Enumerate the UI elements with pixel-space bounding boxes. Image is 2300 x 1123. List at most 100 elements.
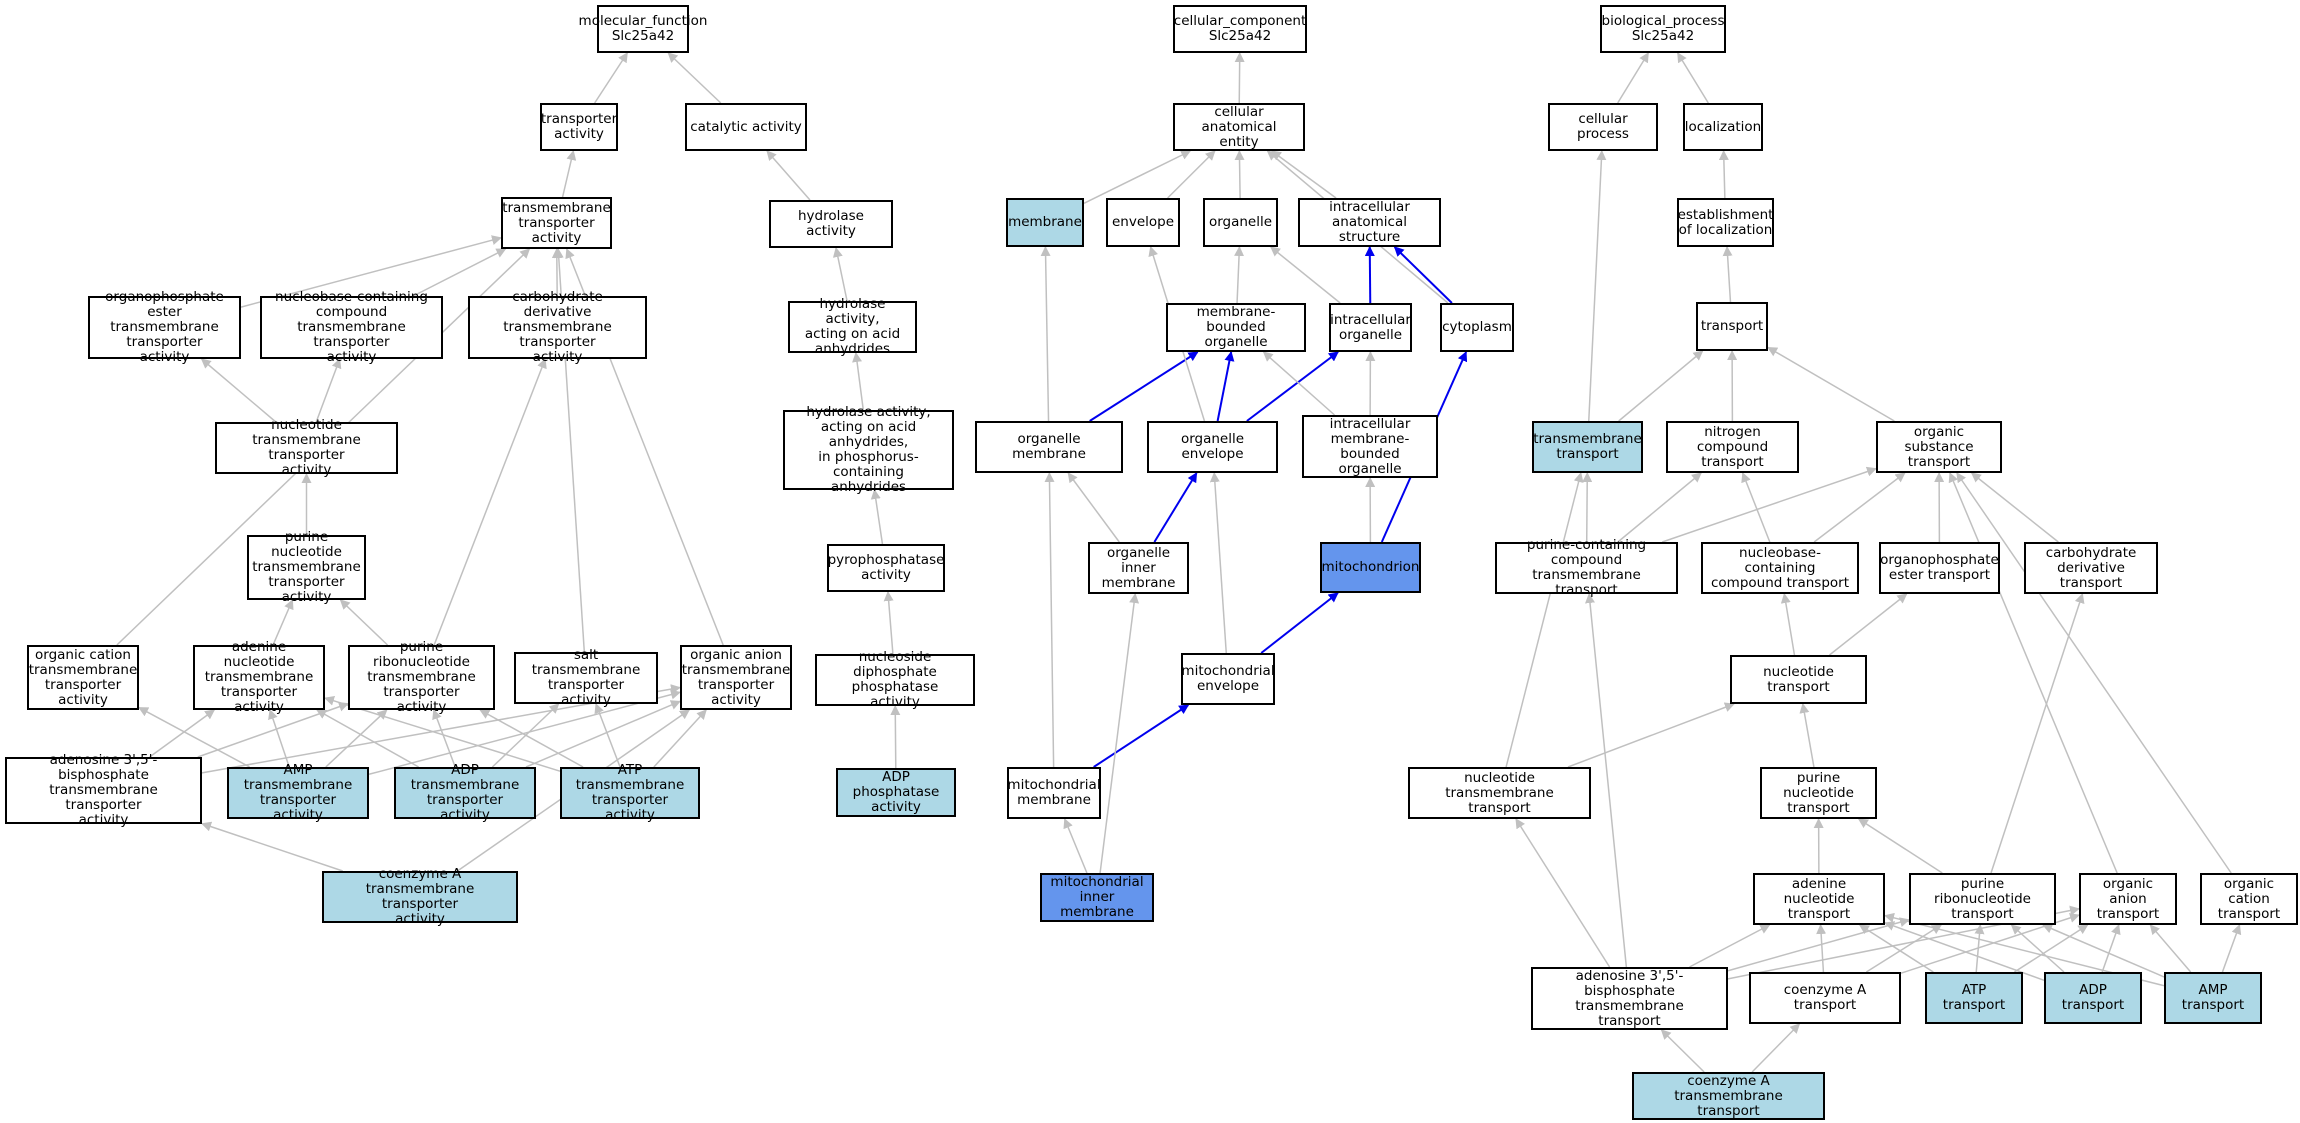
node-purine-containing-compound-transmembrane-transport[interactable]: purine-containing compound transmembrane… [1495, 538, 1678, 598]
node-cytoplasm[interactable]: cytoplasm [1440, 303, 1514, 352]
edge-a35tta-to-antta [149, 709, 216, 758]
node-mitochondrial-inner-membrane[interactable]: mitochondrial inner membrane [1040, 873, 1154, 922]
edge-om-to-mem [1040, 246, 1051, 422]
edge-a35tt-to-pcctt [1585, 593, 1628, 968]
edge-nt-to-oet [1829, 593, 1908, 656]
node-establishment-of-localization[interactable]: establishment of localization [1677, 198, 1774, 247]
node-nucleotide-transmembrane-transporter-activity[interactable]: nucleotide transmembrane transporter act… [215, 418, 398, 478]
node-mitochondrion[interactable]: mitochondrion [1320, 542, 1421, 593]
node-adenine-nucleotide-transmembrane-transporter-activity[interactable]: adenine nucleotide transmembrane transpo… [193, 640, 325, 715]
node-transport[interactable]: transport [1696, 302, 1768, 351]
edge-ndppa-to-ppa [883, 591, 894, 655]
edge-pcctt-to-nct [1617, 472, 1702, 543]
node-intracellular-membrane-bounded-organelle[interactable]: intracellular membrane-bounded organelle [1302, 415, 1438, 478]
node-coenzyme-a-transmembrane-transporter-activity[interactable]: coenzyme A transmembrane transporter act… [322, 867, 518, 927]
node-salt-transmembrane-transporter-activity[interactable]: salt transmembrane transporter activity [514, 648, 658, 708]
node-adenine-nucleotide-transport[interactable]: adenine nucleotide transport [1753, 873, 1885, 925]
edge-ntt-to-nt [1567, 702, 1735, 768]
node-purine-ribonucleotide-transmembrane-transporter-activity[interactable]: purine ribonucleotide transmembrane tran… [348, 640, 495, 715]
node-carbohydrate-derivative-transmembrane-transporter-activity[interactable]: carbohydrate derivative transmembrane tr… [468, 290, 647, 365]
node-cellular-component[interactable]: cellular_component Slc25a42 [1173, 5, 1307, 53]
edge-ppa-to-haap [870, 489, 884, 545]
node-organelle-inner-membrane[interactable]: organelle inner membrane [1088, 542, 1189, 594]
node-transporter-activity[interactable]: transporter activity [540, 103, 618, 151]
node-mitochondrial-membrane[interactable]: mitochondrial membrane [1007, 767, 1101, 819]
node-hydrolase-activity[interactable]: hydrolase activity [769, 200, 893, 248]
node-organelle-envelope[interactable]: organelle envelope [1147, 421, 1278, 473]
edge-io-to-org [1270, 246, 1341, 304]
node-hydrolase-activity-acid-anhydrides[interactable]: hydrolase activity, acting on acid anhyd… [788, 297, 917, 357]
edge-coatta-to-a35tta [201, 821, 343, 872]
node-organic-cation-transport[interactable]: organic cation transport [2200, 873, 2298, 925]
edge-cyto-to-ias [1393, 246, 1453, 304]
node-adp-transmembrane-transporter-activity[interactable]: ADP transmembrane transporter activity [394, 763, 536, 823]
node-organelle-membrane[interactable]: organelle membrane [975, 421, 1123, 473]
node-organic-anion-transmembrane-transporter-activity[interactable]: organic anion transmembrane transporter … [680, 645, 792, 710]
node-organic-substance-transport[interactable]: organic substance transport [1876, 421, 2002, 473]
edge-me-to-oe [1209, 472, 1228, 654]
edge-atptta-to-antta [324, 695, 561, 772]
edge-cdt-to-ost [1970, 472, 2059, 543]
node-organelle[interactable]: organelle [1203, 198, 1278, 247]
node-nucleobase-containing-compound-transmembrane-transporter-activity[interactable]: nucleobase-containing compound transmemb… [260, 290, 443, 365]
edge-adptta-to-antta [316, 709, 419, 768]
node-nucleobase-containing-compound-transport[interactable]: nucleobase-containing compound transport [1701, 542, 1859, 594]
node-intracellular-organelle[interactable]: intracellular organelle [1329, 303, 1412, 352]
node-adp-transport[interactable]: ADP transport [2044, 972, 2142, 1024]
node-membrane[interactable]: membrane [1006, 198, 1084, 247]
node-biological-process[interactable]: biological_process Slc25a42 [1600, 5, 1726, 53]
node-intracellular-anatomical-structure[interactable]: intracellular anatomical structure [1298, 198, 1441, 247]
edge-imbo-to-mbo [1262, 351, 1336, 416]
node-organic-anion-transport[interactable]: organic anion transport [2079, 873, 2177, 925]
node-cellular-anatomical-entity[interactable]: cellular anatomical entity [1173, 103, 1305, 151]
node-adp-phosphatase-activity[interactable]: ADP phosphatase activity [836, 768, 956, 817]
node-localization[interactable]: localization [1683, 103, 1763, 151]
node-coenzyme-a-transmembrane-transport[interactable]: coenzyme A transmembrane transport [1632, 1072, 1825, 1120]
edge-atptta-to-prntta [479, 709, 584, 768]
edge-antta-to-pntta [272, 599, 294, 646]
node-atp-transmembrane-transporter-activity[interactable]: ATP transmembrane transporter activity [560, 763, 700, 823]
node-pyrophosphatase-activity[interactable]: pyrophosphatase activity [827, 544, 945, 592]
node-nucleoside-diphosphate-phosphatase-activity[interactable]: nucleoside diphosphate phosphatase activ… [815, 650, 975, 710]
node-transmembrane-transport[interactable]: transmembrane transport [1532, 421, 1643, 473]
edge-coatt-to-coat [1751, 1023, 1801, 1073]
node-adenosine-bisphosphate-transmembrane-transport[interactable]: adenosine 3',5'-bisphosphate transmembra… [1531, 967, 1728, 1030]
edge-eol-to-loc [1718, 150, 1729, 199]
node-cellular-process[interactable]: cellular process [1548, 103, 1658, 151]
node-molecular-function[interactable]: molecular_function Slc25a42 [579, 5, 707, 53]
edge-oat-to-ost [1948, 472, 2118, 874]
edge-nt-to-nbcct [1780, 593, 1796, 656]
edge-mm-to-om [1044, 472, 1055, 768]
node-nucleotide-transmembrane-transport[interactable]: nucleotide transmembrane transport [1408, 767, 1591, 819]
edge-nbcct-to-ost [1813, 472, 1906, 543]
node-mitochondrial-envelope[interactable]: mitochondrial envelope [1181, 653, 1275, 705]
node-organophosphate-ester-transport[interactable]: organophosphate ester transport [1879, 542, 2000, 594]
node-envelope[interactable]: envelope [1106, 198, 1180, 247]
node-organic-cation-transmembrane-transporter-activity[interactable]: organic cation transmembrane transporter… [27, 645, 139, 710]
node-purine-ribonucleotide-transport[interactable]: purine ribonucleotide transport [1909, 873, 2056, 925]
edge-adptta-to-oatta [525, 700, 681, 768]
edge-prnt-to-cdt [1990, 593, 2085, 874]
edge-nbctta-to-tmta [412, 248, 507, 297]
node-membrane-bounded-organelle[interactable]: membrane-bounded organelle [1166, 303, 1306, 352]
node-catalytic-activity[interactable]: catalytic activity [685, 103, 807, 151]
node-carbohydrate-derivative-transport[interactable]: carbohydrate derivative transport [2024, 542, 2158, 594]
node-purine-nucleotide-transport[interactable]: purine nucleotide transport [1760, 767, 1877, 819]
node-hydrolase-activity-phosphorus-anhydrides[interactable]: hydrolase activity, acting on acid anhyd… [783, 405, 954, 495]
edge-tmt-to-cp [1588, 150, 1607, 422]
edge-om-to-mbo [1089, 351, 1199, 422]
node-nitrogen-compound-transport[interactable]: nitrogen compound transport [1666, 421, 1799, 473]
node-atp-transport[interactable]: ATP transport [1925, 972, 2023, 1024]
node-adenosine-bisphosphate-transmembrane-transporter-activity[interactable]: adenosine 3',5'-bisphosphate transmembra… [5, 753, 202, 828]
node-nucleotide-transport[interactable]: nucleotide transport [1730, 655, 1867, 704]
node-organophosphate-ester-transmembrane-transporter-activity[interactable]: organophosphate ester transmembrane tran… [88, 290, 241, 365]
node-transmembrane-transporter-activity[interactable]: transmembrane transporter activity [501, 197, 612, 249]
node-coenzyme-a-transport[interactable]: coenzyme A transport [1749, 972, 1901, 1024]
edge-cp-to-bp [1617, 52, 1649, 104]
node-purine-nucleotide-transmembrane-transporter-activity[interactable]: purine nucleotide transmembrane transpor… [247, 530, 366, 605]
edge-oetta-to-tmta [240, 235, 502, 308]
edge-tr-to-eol [1722, 246, 1733, 303]
node-amp-transmembrane-transporter-activity[interactable]: AMP transmembrane transporter activity [227, 763, 369, 823]
node-amp-transport[interactable]: AMP transport [2164, 972, 2262, 1024]
